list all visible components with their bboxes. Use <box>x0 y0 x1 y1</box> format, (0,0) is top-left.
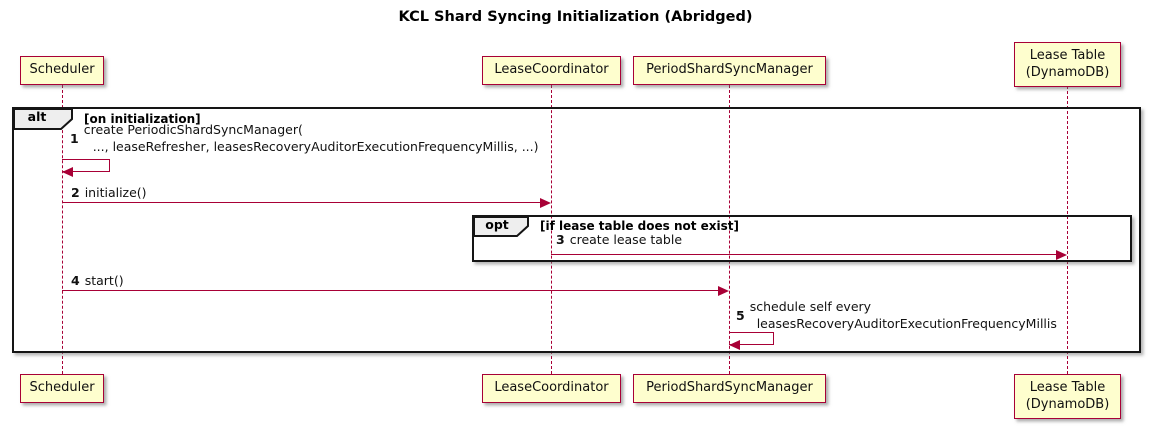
participant-scheduler-bottom: Scheduler <box>20 374 104 403</box>
participant-scheduler-top: Scheduler <box>20 56 104 85</box>
message-1-self-arrow <box>62 159 110 172</box>
opt-condition: [if lease table does not exist] <box>540 219 740 233</box>
message-5-line1: schedule self every <box>749 299 872 314</box>
alt-keyword: alt <box>27 109 47 124</box>
opt-frame: opt [if lease table does not exist] <box>472 215 1132 262</box>
participant-label: LeaseCoordinator <box>494 380 609 396</box>
message-1-label: 1 create PeriodicShardSyncManager( ..., … <box>70 122 539 155</box>
diagram-title: KCL Shard Syncing Initialization (Abridg… <box>398 9 753 25</box>
participant-label-line1: Lease Table <box>1029 47 1106 63</box>
participant-lease-table-bottom: Lease Table (DynamoDB) <box>1014 374 1121 419</box>
message-3-label: 3 create lease table <box>556 232 682 247</box>
participant-label-line2: (DynamoDB) <box>1025 64 1110 80</box>
message-3-arrowhead-icon <box>1056 250 1067 260</box>
participant-label-line1: Lease Table <box>1029 379 1106 395</box>
message-5-label: 5 schedule self every leasesRecoveryAudi… <box>736 299 1057 332</box>
message-3-number: 3 <box>556 232 565 247</box>
message-4-arrowhead-icon <box>718 286 729 296</box>
message-3-arrow <box>551 254 1057 255</box>
lifeline-period-shard-sync-manager <box>729 85 730 374</box>
participant-period-shard-sync-manager-bottom: PeriodShardSyncManager <box>633 374 826 403</box>
message-2-text: initialize() <box>84 185 147 200</box>
alt-frame-label: alt <box>13 108 75 130</box>
message-5-arrowhead-icon <box>729 340 740 350</box>
alt-condition: [on initialization] <box>84 112 201 126</box>
opt-frame-label: opt <box>473 216 531 237</box>
message-1-number: 1 <box>70 131 79 146</box>
message-4-number: 4 <box>71 273 80 288</box>
message-1-line2: ..., leaseRefresher, leasesRecoveryAudit… <box>92 138 539 154</box>
participant-lease-coordinator-top: LeaseCoordinator <box>482 56 621 85</box>
message-4-label: 4 start() <box>71 273 124 288</box>
participant-label: Scheduler <box>29 380 95 396</box>
message-2-label: 2 initialize() <box>71 185 147 200</box>
message-4-text: start() <box>84 273 124 288</box>
message-4-arrow <box>62 290 718 291</box>
frame-pentagon-icon <box>473 216 529 237</box>
message-5-self-arrow <box>729 332 774 345</box>
participant-lease-coordinator-bottom: LeaseCoordinator <box>482 374 621 403</box>
opt-keyword: opt <box>485 217 509 232</box>
lifeline-lease-coordinator <box>551 85 552 374</box>
participant-lease-table-top: Lease Table (DynamoDB) <box>1014 42 1121 87</box>
participant-label: LeaseCoordinator <box>494 62 609 78</box>
message-1-line1: create PeriodicShardSyncManager( <box>83 122 303 137</box>
alt-frame: alt [on initialization] <box>12 107 1141 353</box>
message-2-arrowhead-icon <box>540 198 551 208</box>
lifeline-lease-table <box>1067 86 1068 374</box>
message-2-number: 2 <box>71 185 80 200</box>
participant-label: PeriodShardSyncManager <box>646 62 813 78</box>
participant-period-shard-sync-manager-top: PeriodShardSyncManager <box>633 56 826 85</box>
lifeline-scheduler <box>62 85 63 374</box>
message-5-line2: leasesRecoveryAuditorExecutionFrequencyM… <box>756 315 1057 331</box>
message-5-number: 5 <box>736 308 745 323</box>
message-2-arrow <box>62 202 541 203</box>
message-3-text: create lease table <box>569 232 683 247</box>
message-1-arrowhead-icon <box>62 167 73 177</box>
participant-label: Scheduler <box>29 62 95 78</box>
frame-pentagon-icon <box>13 108 73 130</box>
participant-label: PeriodShardSyncManager <box>646 380 813 396</box>
participant-label-line2: (DynamoDB) <box>1025 396 1110 412</box>
